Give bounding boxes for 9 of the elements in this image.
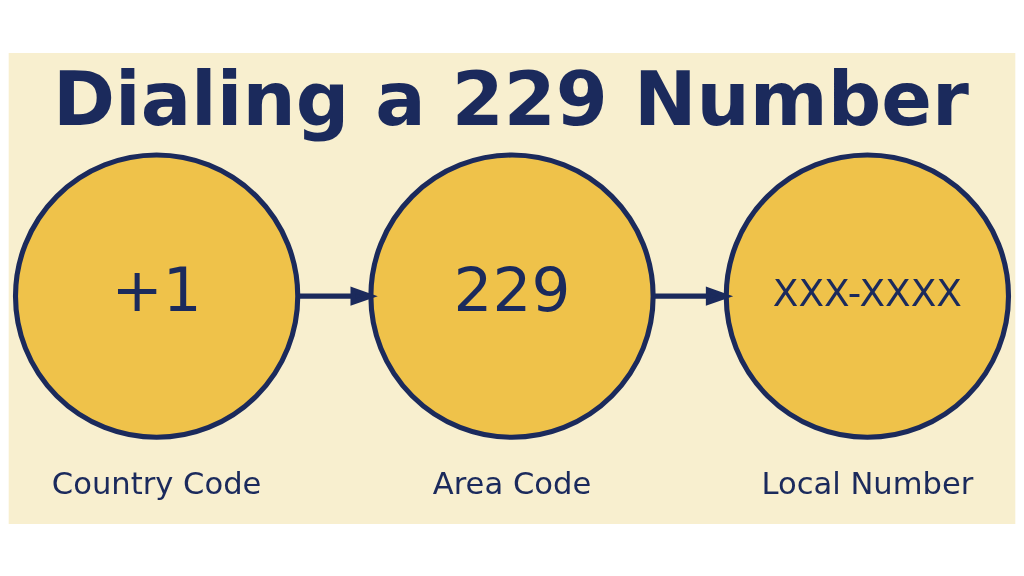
arrow (653, 286, 734, 306)
diagram-title: Dialing a 229 Number (52, 55, 969, 143)
node-label: Area Code (432, 465, 592, 501)
node-label: Local Number (761, 465, 974, 501)
node-circle: 229 (368, 151, 656, 440)
node-label: Country Code (51, 465, 262, 501)
node-circle: XXX-XXXX (723, 151, 1012, 440)
node-circle: +1 (12, 151, 301, 440)
arrow (298, 286, 378, 306)
